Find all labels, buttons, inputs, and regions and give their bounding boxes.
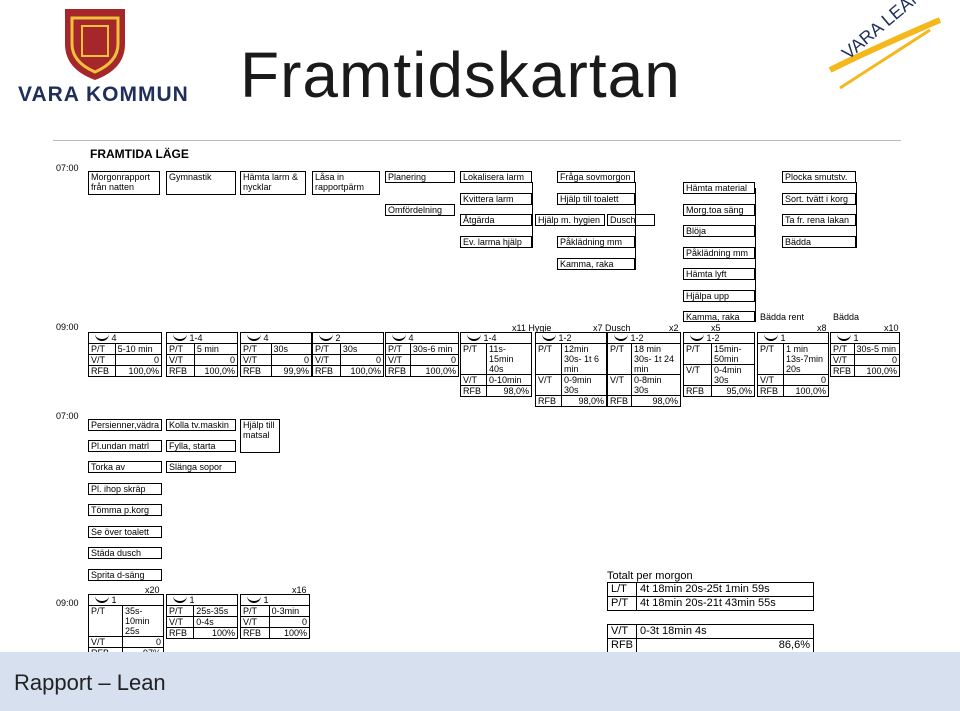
footer-text: Rapport – Lean: [14, 670, 166, 695]
flow-box: Dusch: [607, 214, 655, 226]
connector-line: [755, 188, 756, 322]
flow-box: Ta fr. rena lakan: [782, 214, 856, 226]
metric-header: x2: [669, 323, 679, 333]
value-stream-map: [53, 140, 901, 661]
time-label: 07:00: [56, 411, 79, 421]
flow-box: Hämta lyft: [683, 268, 755, 280]
metric-header: x11 Hygie: [512, 323, 552, 333]
flow-box: Påklädning mm: [557, 236, 635, 248]
total-lt: 4t 18min 20s-25t 1min 59s: [636, 582, 814, 597]
time-label: 07:00: [56, 163, 79, 173]
connector-line: [856, 182, 857, 248]
connector-line: [635, 182, 636, 270]
operator-icon: [247, 595, 261, 603]
operator-icon: [614, 333, 628, 341]
flow-box: Hämta material: [683, 182, 755, 194]
flow-box: Hjälpa upp: [683, 290, 755, 302]
metric-header: x20: [145, 585, 160, 595]
flow-box: Åtgärda: [460, 214, 532, 226]
operator-icon: [173, 333, 187, 341]
operator-icon: [837, 333, 851, 341]
metric-header: x7 Dusch: [593, 323, 631, 333]
flow-box: Hjälp m. hygien: [535, 214, 605, 226]
metric-header: x10: [884, 323, 899, 333]
metric-header: Bädda: [833, 312, 860, 322]
operator-icon: [247, 333, 261, 341]
flow-box: Ev. larma hjälp: [460, 236, 532, 248]
section-title: FRAMTIDA LÄGE: [90, 147, 189, 161]
flow-box: Se över toalett: [88, 526, 162, 538]
total-pt: 4t 18min 20s-21t 43min 55s: [636, 596, 814, 611]
flow-box: Kolla tv.maskin: [166, 419, 236, 431]
flow-box: Omfördelning: [385, 204, 455, 216]
metric-header: Bädda rent: [760, 312, 805, 322]
flow-box: Påklädning mm: [683, 247, 755, 259]
metric-header: x16: [292, 585, 307, 595]
flow-box: Kamma, raka: [557, 258, 635, 270]
flow-box: Kamma, raka: [683, 311, 755, 322]
totals-title: Totalt per morgon: [607, 570, 693, 582]
operator-icon: [467, 333, 481, 341]
flow-box: Sprita d-säng: [88, 569, 162, 581]
footer-band: [0, 652, 960, 711]
time-label: 09:00: [56, 322, 79, 332]
flow-box: Pl.undan matrl: [88, 440, 162, 452]
page-title: Framtidskartan: [240, 39, 681, 111]
vara-kommun-logo: [60, 4, 130, 82]
flow-box: Hjälp till toalett: [557, 193, 635, 205]
flow-box: Fylla, starta: [166, 440, 236, 452]
time-label: 09:00: [56, 598, 79, 608]
vara-lean-logo: [820, 10, 950, 110]
flow-box: Kvittera larm: [460, 193, 532, 205]
operator-icon: [319, 333, 333, 341]
flow-box: Plocka smutstv.: [782, 171, 856, 183]
total-rfb: 86,6%: [636, 638, 814, 653]
flow-box: Morgonrapport från natten: [88, 171, 160, 195]
flow-box: Pl. ihop skräp: [88, 483, 162, 495]
flow-box: Städa dusch: [88, 547, 162, 559]
flow-box: Persienner,vädra: [88, 419, 162, 431]
flow-box: Planering: [385, 171, 455, 183]
operator-icon: [690, 333, 704, 341]
operator-icon: [95, 333, 109, 341]
operator-icon: [764, 333, 778, 341]
flow-box: Blöja: [683, 225, 755, 237]
flow-box: Gymnastik: [166, 171, 236, 195]
flow-box: Lokalisera larm: [460, 171, 532, 183]
metric-header: x5: [711, 323, 721, 333]
flow-box: Låsa in rapportpärm: [312, 171, 380, 195]
flow-box: Torka av: [88, 461, 162, 473]
operator-icon: [95, 595, 109, 603]
total-vt: 0-3t 18min 4s: [636, 624, 814, 639]
flow-box: Hämta larm & nycklar: [240, 171, 306, 195]
flow-box: Slänga sopor: [166, 461, 236, 473]
flow-box: Hjälp till matsal: [240, 419, 280, 453]
metric-header: x8: [817, 323, 827, 333]
vara-kommun-text: VARA KOMMUN: [18, 83, 189, 106]
operator-icon: [173, 595, 187, 603]
flow-box: Tömma p.korg: [88, 504, 162, 516]
flow-box: Bädda: [782, 236, 856, 248]
flow-box: Morg.toa säng: [683, 204, 755, 216]
flow-box: Fråga sovmorgon: [557, 171, 635, 183]
connector-line: [532, 182, 533, 248]
operator-icon: [542, 333, 556, 341]
flow-box: Sort. tvätt i korg: [782, 193, 856, 205]
operator-icon: [392, 333, 406, 341]
